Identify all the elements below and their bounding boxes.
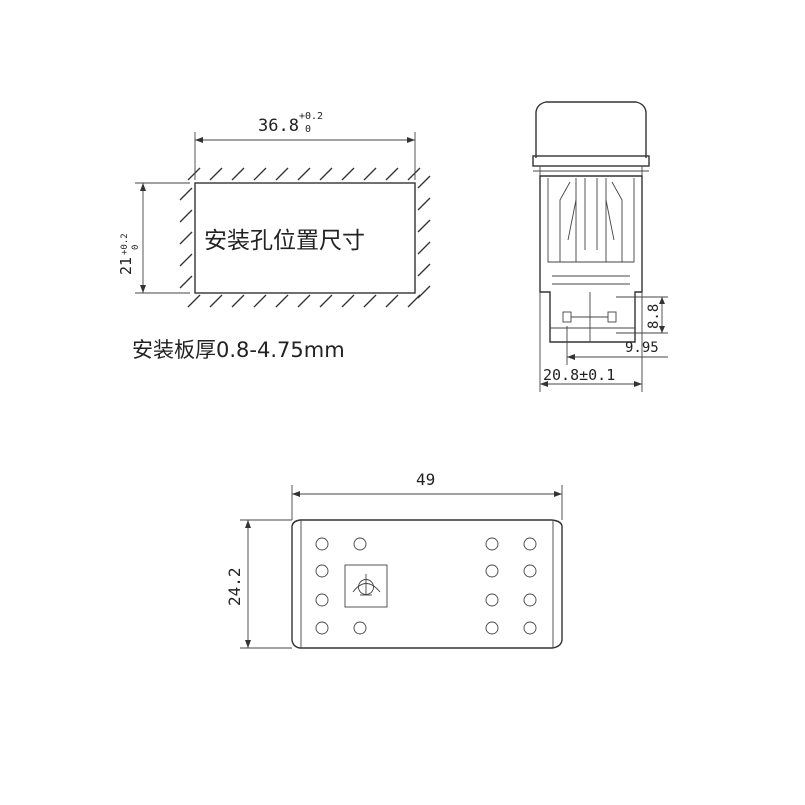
cutout-height-dimension: 21 +0.2 0 (117, 182, 190, 294)
light-hole (353, 537, 367, 551)
hatch-mark-bottom (209, 294, 223, 308)
dim-8-8-value: 8.8 (646, 304, 662, 329)
front-width-dimension: 49 (291, 470, 563, 520)
rocker-cap (535, 101, 647, 158)
hatch-mark-bottom (363, 294, 377, 308)
dim-9-95: 9.95 (566, 326, 668, 365)
cutout-width-tol-upper: +0.2 (299, 111, 323, 122)
panel-hatching (179, 167, 431, 308)
light-hole (485, 593, 499, 607)
bezel (532, 155, 650, 167)
light-hole (485, 621, 499, 635)
rocker-front-outline (291, 519, 563, 649)
hatch-mark-top (209, 167, 223, 181)
cutout-width-value: 36.8 (258, 116, 299, 136)
front-width-value: 49 (416, 470, 435, 489)
light-hole (315, 537, 329, 551)
light-hole (353, 621, 367, 635)
wiper-symbol-icon (344, 564, 388, 608)
hatch-mark-left (179, 187, 193, 201)
hatch-mark-top (319, 167, 333, 181)
hatch-mark-bottom (319, 294, 333, 308)
hatch-mark-top (297, 167, 311, 181)
hatch-mark-top (187, 167, 201, 181)
hatch-mark-bottom (187, 294, 201, 308)
cutout-width-dimension: 36.8 +0.2 0 (194, 111, 416, 180)
hatch-mark-top (407, 167, 421, 181)
hatch-mark-bottom (385, 294, 399, 308)
hatch-mark-top (231, 167, 245, 181)
hatch-mark-right (417, 197, 431, 211)
light-hole (523, 564, 537, 578)
light-hole (523, 621, 537, 635)
panel-thickness-note: 安装板厚0.8-4.75mm (132, 338, 345, 362)
light-holes (315, 537, 537, 635)
light-hole (315, 593, 329, 607)
hatch-mark-top (253, 167, 267, 181)
hatch-mark-bottom (297, 294, 311, 308)
light-hole (315, 621, 329, 635)
hatch-mark-right (417, 285, 431, 299)
cutout-height-tol-lower: 0 (131, 245, 141, 250)
hatch-mark-bottom (253, 294, 267, 308)
hatch-mark-top (385, 167, 399, 181)
hatch-mark-left (179, 231, 193, 245)
cutout-view: 36.8 +0.2 0 21 +0.2 0 安装孔位置尺寸 安装板厚0.8-4.… (117, 111, 431, 362)
switch-body (539, 175, 643, 343)
light-hole (485, 564, 499, 578)
light-hole (523, 537, 537, 551)
hatch-mark-bottom (407, 294, 421, 308)
cutout-height-tol-upper: +0.2 (120, 233, 130, 255)
front-height-value: 24.2 (225, 567, 244, 606)
cutout-rectangle (194, 182, 416, 294)
dim-8-8: 8.8 (616, 296, 668, 334)
front-view: 49 24.2 (225, 470, 563, 649)
hatch-mark-bottom (275, 294, 289, 308)
light-hole (315, 564, 329, 578)
hatch-mark-bottom (341, 294, 355, 308)
cutout-width-tol-lower: 0 (305, 124, 311, 135)
hatch-mark-top (275, 167, 289, 181)
dim-20-8-value: 20.8±0.1 (543, 366, 615, 384)
hatch-mark-right (417, 241, 431, 255)
hatch-mark-right (417, 263, 431, 277)
hatch-mark-top (363, 167, 377, 181)
hatch-mark-left (179, 209, 193, 223)
front-height-dimension: 24.2 (225, 519, 292, 649)
hatch-mark-left (179, 253, 193, 267)
side-view: 8.8 9.95 20.8±0.1 (532, 101, 668, 392)
hatch-mark-left (179, 275, 193, 289)
light-hole (523, 593, 537, 607)
hatch-mark-right (417, 175, 431, 189)
hatch-mark-bottom (231, 294, 245, 308)
cutout-height-value: 21 (117, 257, 135, 275)
hatch-mark-top (341, 167, 355, 181)
light-hole (485, 537, 499, 551)
cutout-title: 安装孔位置尺寸 (204, 228, 365, 254)
hatch-mark-right (417, 219, 431, 233)
dim-20-8: 20.8±0.1 (539, 292, 643, 392)
